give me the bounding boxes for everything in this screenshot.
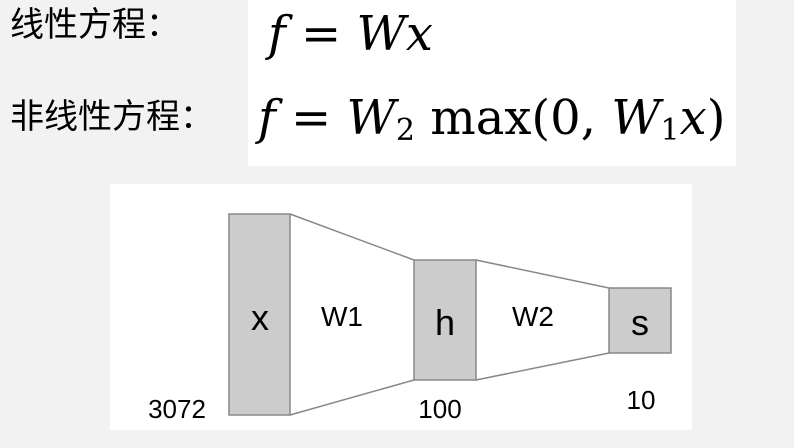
edge-x-h-bottom xyxy=(289,379,415,416)
nonlinear-equation-label: 非线性方程： xyxy=(10,97,214,137)
nonlinear-w1-subscript: 1 xyxy=(660,113,680,148)
edge-h-s-top xyxy=(475,259,610,289)
linear-equals: = xyxy=(301,6,342,62)
node-s-box xyxy=(608,287,672,354)
edge-h-s-bottom xyxy=(475,352,610,381)
node-s-size: 10 xyxy=(627,385,656,415)
nonlinear-max: max(0, xyxy=(430,90,612,146)
nonlinear-equation: f = W2 max(0, W1x) xyxy=(258,94,725,146)
node-x-size: 3072 xyxy=(148,394,206,424)
linear-w: W xyxy=(356,6,406,62)
nonlinear-w2: W xyxy=(346,90,396,146)
edge-x-h-top xyxy=(289,213,415,261)
node-x-label: x xyxy=(251,297,269,338)
network-diagram-panel xyxy=(110,184,692,430)
node-x-box xyxy=(228,213,291,416)
node-h-label: h xyxy=(435,302,455,343)
nonlinear-lhs: f xyxy=(258,90,276,146)
weight-w1-label: W1 xyxy=(321,301,363,332)
node-h-box xyxy=(413,259,477,381)
nonlinear-w1: W xyxy=(611,90,661,146)
linear-lhs: f xyxy=(268,6,286,62)
linear-equation-label: 线性方程： xyxy=(10,5,180,45)
nonlinear-equals: = xyxy=(291,90,332,146)
formula-panel xyxy=(248,0,736,166)
nonlinear-x: x xyxy=(679,90,707,146)
nonlinear-close-paren: ) xyxy=(706,90,726,146)
linear-equation: f = Wx xyxy=(268,10,433,58)
linear-x: x xyxy=(405,6,433,62)
node-s-label: s xyxy=(631,302,649,343)
nonlinear-w2-subscript: 2 xyxy=(395,113,415,148)
weight-w2-label: W2 xyxy=(512,301,554,332)
node-h-size: 100 xyxy=(418,394,461,424)
